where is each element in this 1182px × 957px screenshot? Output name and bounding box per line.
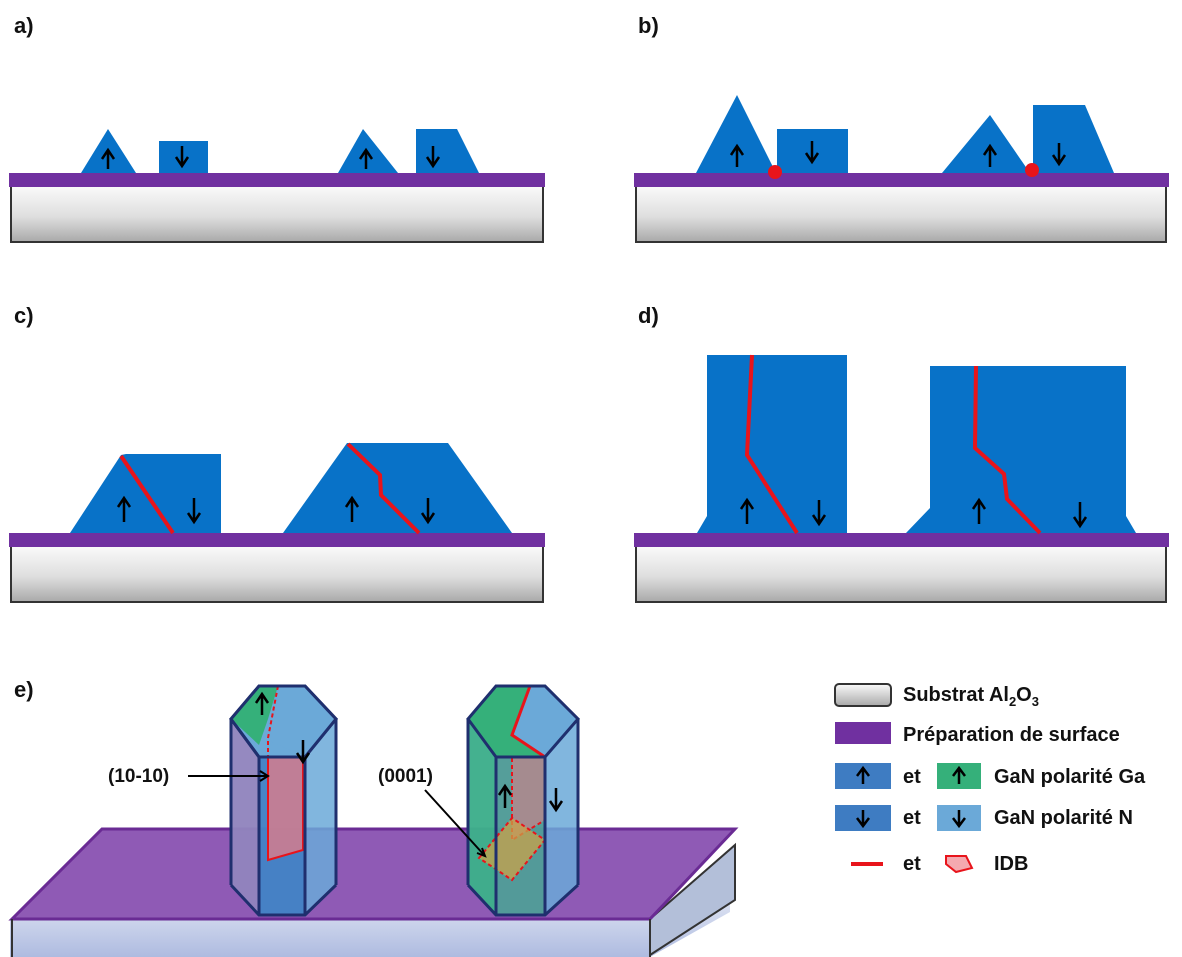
down-arrow-icon	[811, 500, 827, 527]
plane-label-basal: (0001)	[378, 766, 433, 787]
panel-a	[9, 129, 545, 243]
prism-left-face	[231, 719, 259, 915]
down-arrow-icon	[174, 146, 190, 169]
gan-crystal	[697, 355, 847, 533]
substrate	[635, 545, 1167, 603]
idb-line	[744, 354, 799, 535]
idb-line	[346, 442, 421, 535]
up-arrow-icon	[497, 783, 513, 808]
panel-label-a: a)	[14, 13, 34, 38]
down-arrow-icon	[1051, 143, 1067, 167]
panel-e-slab	[8, 827, 739, 957]
down-arrow-icon	[1072, 502, 1088, 529]
nucleation-point	[1025, 163, 1039, 177]
legend-et: et	[903, 766, 921, 788]
gan-crystal	[283, 443, 512, 533]
substrate	[635, 185, 1167, 243]
idb-edge	[267, 685, 279, 860]
idb-edge	[510, 685, 546, 759]
surface-layer	[634, 173, 1169, 187]
down-arrow-icon	[856, 810, 870, 829]
hex-prism-mixed	[466, 684, 581, 917]
down-arrow-icon	[548, 788, 564, 813]
down-arrow-icon	[186, 498, 202, 525]
hex-prism-ga	[229, 684, 338, 917]
up-arrow-icon	[254, 691, 270, 715]
substrate	[10, 545, 544, 603]
gan-island-ga	[942, 115, 1030, 173]
slab-body	[10, 860, 730, 957]
down-arrow-icon	[425, 146, 441, 169]
up-arrow-icon	[100, 147, 116, 169]
up-arrow-icon	[729, 143, 745, 167]
legend-et: et	[903, 853, 921, 875]
gan-island-ga	[696, 95, 776, 173]
idb-line	[119, 454, 175, 535]
up-arrow-icon	[982, 143, 998, 167]
up-arrow-icon	[971, 497, 987, 524]
panel-d	[634, 354, 1169, 603]
up-arrow-icon	[856, 765, 870, 784]
down-arrow-icon	[420, 498, 436, 525]
legend-surface: Préparation de surface	[903, 724, 1120, 746]
panel-label-c: c)	[14, 303, 34, 328]
substrate	[10, 185, 544, 243]
pointer-arrow-icon	[188, 770, 270, 782]
legend-et: et	[903, 807, 921, 829]
panel-label-b: b)	[638, 13, 659, 38]
legend: Substrat Al2O3 Préparation de surface et…	[834, 683, 1146, 875]
pointer-arrow-icon	[424, 789, 487, 858]
down-arrow-icon	[952, 810, 966, 829]
surface-layer	[9, 533, 545, 547]
up-arrow-icon	[116, 495, 132, 522]
legend-idb: IDB	[994, 853, 1028, 875]
legend-n-polarity: GaN polarité N	[994, 807, 1133, 829]
legend-substrate: Substrat Al2O3	[903, 684, 1039, 709]
surface-top	[8, 827, 739, 921]
up-arrow-icon	[358, 147, 374, 169]
nucleation-point	[768, 165, 782, 179]
gan-island-n	[1033, 105, 1114, 173]
panel-label-d: d)	[638, 303, 659, 328]
idb-plane-icon	[945, 855, 974, 874]
legend-surface-swatch	[835, 722, 891, 744]
panel-label-e: e)	[14, 677, 34, 702]
idb-line	[972, 365, 1042, 535]
up-arrow-icon	[952, 765, 966, 784]
gan-crystal	[906, 366, 1136, 533]
down-arrow-icon	[295, 740, 311, 765]
prism-left-face	[468, 719, 496, 915]
legend-ga-polarity: GaN polarité Ga	[994, 766, 1146, 788]
gan-island-n	[159, 141, 208, 173]
surface-layer	[9, 173, 545, 187]
plane-label-prism: (10-10)	[108, 766, 169, 787]
panel-b	[634, 95, 1169, 243]
up-arrow-icon	[344, 495, 360, 522]
gan-island-n	[416, 129, 479, 173]
up-arrow-icon	[739, 497, 755, 524]
down-arrow-icon	[804, 141, 820, 165]
surface-layer	[634, 533, 1169, 547]
legend-substrate-swatch	[834, 683, 892, 707]
panel-c	[9, 442, 545, 603]
